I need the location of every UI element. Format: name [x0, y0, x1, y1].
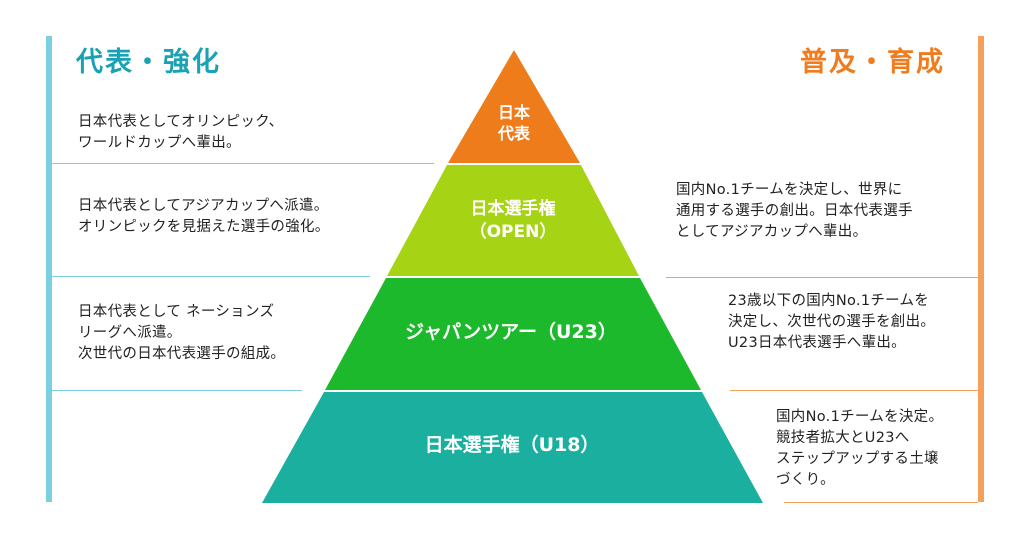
tier-4-label: 日本選手権（U18） [425, 433, 600, 456]
text-line: 競技者拡大とU23へ [776, 430, 910, 446]
right-description-2: 23歳以下の国内No.1チームを 決定し、次世代の選手を創出。 U23日本代表選… [728, 291, 935, 354]
text-line: U23日本代表選手へ輩出。 [728, 335, 906, 351]
text-line: ステップアップする土壌 [776, 451, 939, 467]
right-description-1: 国内No.1チームを決定し、世界に 通用する選手の創出。日本代表選手 としてアジ… [676, 180, 913, 243]
text-line: 通用する選手の創出。日本代表選手 [676, 203, 913, 219]
right-divider [784, 502, 978, 503]
right-accent-bar [978, 36, 984, 502]
tier-1-shape [448, 50, 580, 163]
right-description-3: 国内No.1チームを決定。 競技者拡大とU23へ ステップアップする土壌 づくり… [776, 407, 943, 491]
tier-2-label-line1: 日本選手権 [471, 198, 556, 219]
text-line: としてアジアカップへ輩出。 [676, 224, 868, 240]
text-line: 国内No.1チームを決定。 [776, 409, 944, 425]
text-line: 国内No.1チームを決定し、世界に [676, 182, 903, 198]
text-line: 日本代表としてアジアカップへ派遣。 [78, 198, 329, 214]
text-line: ワールドカップへ輩出。 [78, 135, 241, 151]
text-line: 23歳以下の国内No.1チームを [728, 293, 930, 309]
text-line: 日本代表として ネーションズ [78, 304, 275, 320]
left-description-1: 日本代表としてオリンピック、 ワールドカップへ輩出。 [78, 112, 283, 154]
tier-2-shape [387, 165, 639, 276]
tier-1-label-line2: 代表 [497, 124, 531, 143]
text-line: リーグへ派遣。 [78, 325, 182, 341]
tier-2-label-line2: （OPEN） [470, 221, 557, 242]
text-line: 次世代の日本代表選手の組成。 [78, 346, 286, 362]
tier-4-shape [262, 392, 763, 503]
right-divider [730, 390, 978, 391]
text-line: 日本代表としてオリンピック、 [78, 114, 284, 130]
right-heading: 普及・育成 [800, 47, 945, 78]
tier-1-label-line1: 日本 [498, 103, 530, 122]
left-divider [52, 163, 434, 164]
right-divider [666, 277, 978, 278]
text-line: オリンピックを見据えた選手の強化。 [78, 219, 330, 235]
left-divider [52, 276, 370, 277]
left-description-2: 日本代表としてアジアカップへ派遣。 オリンピックを見据えた選手の強化。 [78, 196, 330, 238]
tier-3-label: ジャパンツアー（U23） [405, 320, 617, 343]
tier-3-shape [325, 278, 701, 390]
left-divider [52, 390, 302, 391]
left-accent-bar [46, 36, 52, 502]
left-description-3: 日本代表として ネーションズ リーグへ派遣。 次世代の日本代表選手の組成。 [78, 302, 285, 365]
text-line: づくり。 [776, 472, 835, 488]
left-heading: 代表・強化 [76, 47, 221, 78]
text-line: 決定し、次世代の選手を創出。 [728, 314, 936, 330]
